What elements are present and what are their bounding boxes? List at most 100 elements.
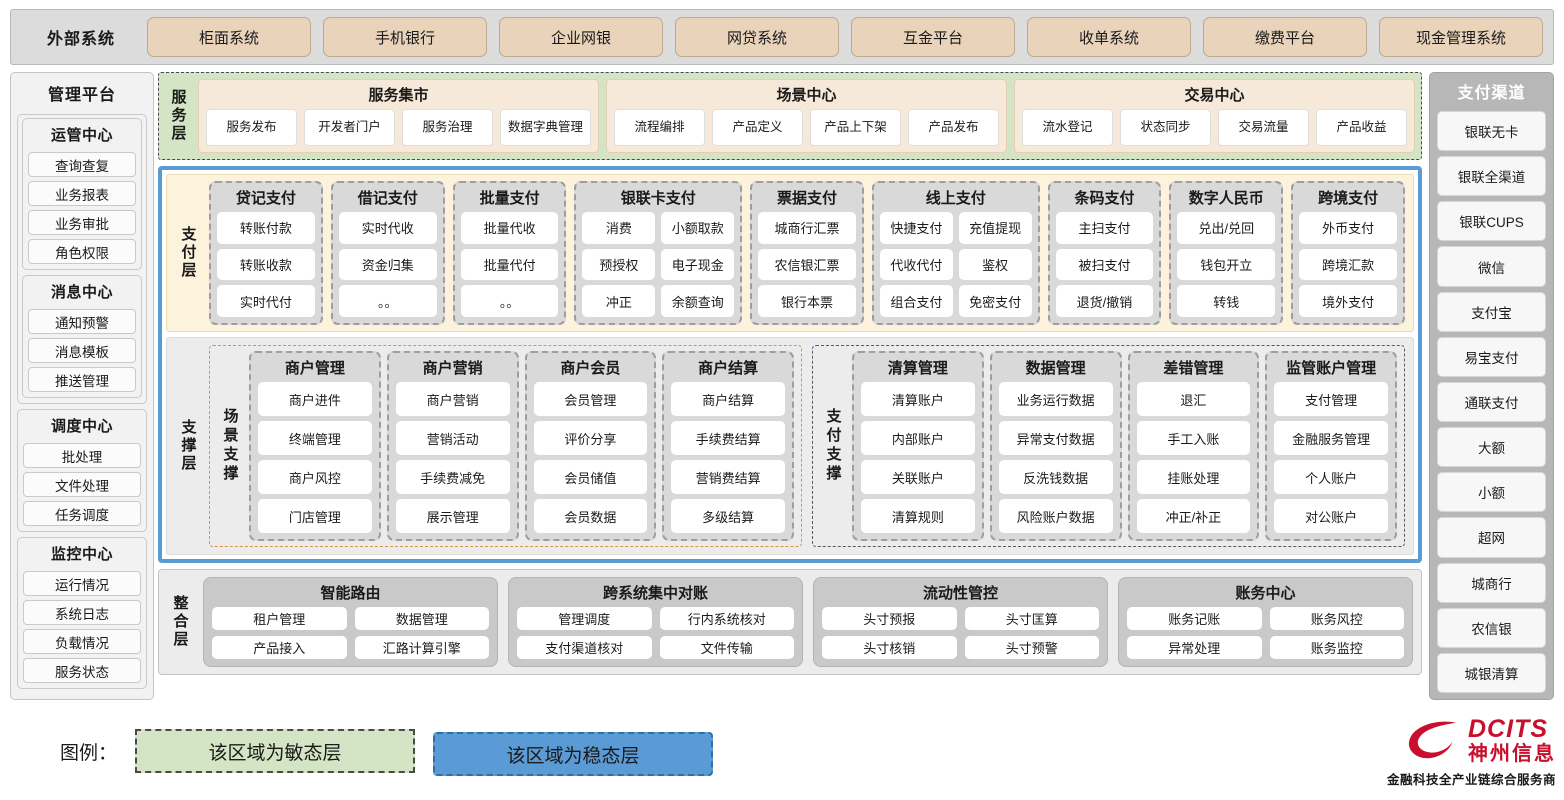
- support-item[interactable]: 清算规则: [861, 499, 975, 533]
- integration-item[interactable]: 汇路计算引擎: [354, 636, 489, 659]
- service-chip[interactable]: 数据字典管理: [500, 109, 591, 146]
- payment-channel-item[interactable]: 银联CUPS: [1437, 201, 1546, 242]
- support-item[interactable]: 营销费结算: [671, 460, 785, 494]
- external-system-item[interactable]: 缴费平台: [1203, 17, 1367, 57]
- payment-item[interactable]: 境外支付: [1299, 285, 1398, 318]
- service-chip[interactable]: 交易流量: [1218, 109, 1309, 146]
- payment-item[interactable]: 消费: [582, 212, 656, 244]
- payment-item[interactable]: 免密支付: [958, 285, 1032, 318]
- payment-item[interactable]: 钱包开立: [1177, 248, 1276, 281]
- payment-channel-item[interactable]: 易宝支付: [1437, 336, 1546, 377]
- support-item[interactable]: 异常支付数据: [998, 421, 1113, 455]
- external-system-item[interactable]: 网贷系统: [675, 17, 839, 57]
- payment-item[interactable]: 冲正: [582, 285, 656, 318]
- payment-channel-item[interactable]: 银联无卡: [1437, 111, 1546, 152]
- payment-item[interactable]: 代收代付: [879, 248, 953, 281]
- support-item[interactable]: 门店管理: [258, 499, 372, 533]
- sidebar-item-1-2[interactable]: 推送管理: [28, 367, 136, 392]
- payment-channel-item[interactable]: 支付宝: [1437, 291, 1546, 332]
- payment-item[interactable]: 转钱: [1177, 285, 1276, 318]
- support-item[interactable]: 冲正/补正: [1136, 499, 1251, 533]
- integration-item[interactable]: 账务监控: [1269, 636, 1404, 659]
- sidebar-item-3-0[interactable]: 运行情况: [23, 571, 141, 596]
- integration-item[interactable]: 头寸预报: [822, 607, 957, 630]
- service-chip[interactable]: 流水登记: [1022, 109, 1113, 146]
- support-item[interactable]: 清算账户: [861, 382, 975, 416]
- service-chip[interactable]: 产品定义: [712, 109, 803, 146]
- support-item[interactable]: 手续费减免: [395, 460, 510, 494]
- payment-item[interactable]: 转账收款: [217, 248, 315, 281]
- payment-item[interactable]: 转账付款: [217, 212, 315, 244]
- payment-channel-item[interactable]: 小额: [1437, 472, 1546, 513]
- payment-channel-item[interactable]: 大额: [1437, 427, 1546, 468]
- payment-item[interactable]: 余额查询: [661, 285, 735, 318]
- support-item[interactable]: 金融服务管理: [1274, 421, 1388, 455]
- payment-item[interactable]: 组合支付: [879, 285, 953, 318]
- external-system-item[interactable]: 企业网银: [499, 17, 663, 57]
- payment-channel-item[interactable]: 超网: [1437, 517, 1546, 558]
- external-system-item[interactable]: 手机银行: [323, 17, 487, 57]
- sidebar-item-0-0[interactable]: 查询查复: [28, 152, 136, 177]
- external-system-item[interactable]: 现金管理系统: [1379, 17, 1543, 57]
- support-item[interactable]: 终端管理: [258, 421, 372, 455]
- payment-channel-item[interactable]: 微信: [1437, 246, 1546, 287]
- integration-item[interactable]: 租户管理: [212, 607, 347, 630]
- support-item[interactable]: 个人账户: [1274, 460, 1388, 494]
- payment-item[interactable]: 预授权: [582, 248, 656, 281]
- payment-item[interactable]: 退货/撤销: [1055, 285, 1154, 318]
- support-item[interactable]: 业务运行数据: [998, 382, 1113, 416]
- payment-channel-item[interactable]: 银联全渠道: [1437, 156, 1546, 197]
- sidebar-item-3-2[interactable]: 负载情况: [23, 629, 141, 654]
- service-chip[interactable]: 产品收益: [1316, 109, 1407, 146]
- payment-item[interactable]: 快捷支付: [879, 212, 953, 244]
- service-chip[interactable]: 开发者门户: [304, 109, 395, 146]
- payment-item[interactable]: 被扫支付: [1055, 248, 1154, 281]
- external-system-item[interactable]: 收单系统: [1027, 17, 1191, 57]
- support-item[interactable]: 商户进件: [258, 382, 372, 416]
- support-item[interactable]: 内部账户: [861, 421, 975, 455]
- payment-item[interactable]: 电子现金: [661, 248, 735, 281]
- support-item[interactable]: 商户风控: [258, 460, 372, 494]
- sidebar-item-1-0[interactable]: 通知预警: [28, 309, 136, 334]
- integration-item[interactable]: 账务风控: [1269, 607, 1404, 630]
- payment-item[interactable]: 银行本票: [758, 285, 856, 318]
- payment-item[interactable]: 外币支付: [1299, 212, 1398, 244]
- support-item[interactable]: 手续费结算: [671, 421, 785, 455]
- support-item[interactable]: 营销活动: [395, 421, 510, 455]
- payment-item[interactable]: 批量代付: [460, 248, 559, 281]
- external-system-item[interactable]: 柜面系统: [147, 17, 311, 57]
- payment-channel-item[interactable]: 农信银: [1437, 607, 1546, 648]
- integration-item[interactable]: 头寸预警: [964, 636, 1099, 659]
- sidebar-item-0-3[interactable]: 角色权限: [28, 239, 136, 264]
- support-item[interactable]: 对公账户: [1274, 499, 1388, 533]
- payment-item[interactable]: 鉴权: [958, 248, 1032, 281]
- support-item[interactable]: 关联账户: [861, 460, 975, 494]
- support-item[interactable]: 支付管理: [1274, 382, 1388, 416]
- integration-item[interactable]: 文件传输: [659, 636, 794, 659]
- integration-item[interactable]: 账务记账: [1127, 607, 1262, 630]
- service-chip[interactable]: 产品上下架: [810, 109, 901, 146]
- integration-item[interactable]: 支付渠道核对: [517, 636, 652, 659]
- support-item[interactable]: 退汇: [1136, 382, 1251, 416]
- service-chip[interactable]: 流程编排: [614, 109, 705, 146]
- payment-item[interactable]: 农信银汇票: [758, 248, 856, 281]
- service-chip[interactable]: 服务治理: [402, 109, 493, 146]
- support-item[interactable]: 风险账户数据: [998, 499, 1113, 533]
- support-item[interactable]: 多级结算: [671, 499, 785, 533]
- payment-item[interactable]: 。。: [460, 285, 559, 318]
- integration-item[interactable]: 管理调度: [517, 607, 652, 630]
- payment-item[interactable]: 实时代付: [217, 285, 315, 318]
- sidebar-item-0-1[interactable]: 业务报表: [28, 181, 136, 206]
- integration-item[interactable]: 头寸核销: [822, 636, 957, 659]
- payment-item[interactable]: 兑出/兑回: [1177, 212, 1276, 244]
- sidebar-item-2-2[interactable]: 任务调度: [23, 501, 141, 526]
- payment-item[interactable]: 实时代收: [338, 212, 437, 244]
- support-item[interactable]: 挂账处理: [1136, 460, 1251, 494]
- payment-item[interactable]: 跨境汇款: [1299, 248, 1398, 281]
- sidebar-item-3-1[interactable]: 系统日志: [23, 600, 141, 625]
- payment-item[interactable]: 城商行汇票: [758, 212, 856, 244]
- payment-item[interactable]: 小额取款: [661, 212, 735, 244]
- support-item[interactable]: 评价分享: [533, 421, 648, 455]
- service-chip[interactable]: 状态同步: [1120, 109, 1211, 146]
- payment-item[interactable]: 主扫支付: [1055, 212, 1154, 244]
